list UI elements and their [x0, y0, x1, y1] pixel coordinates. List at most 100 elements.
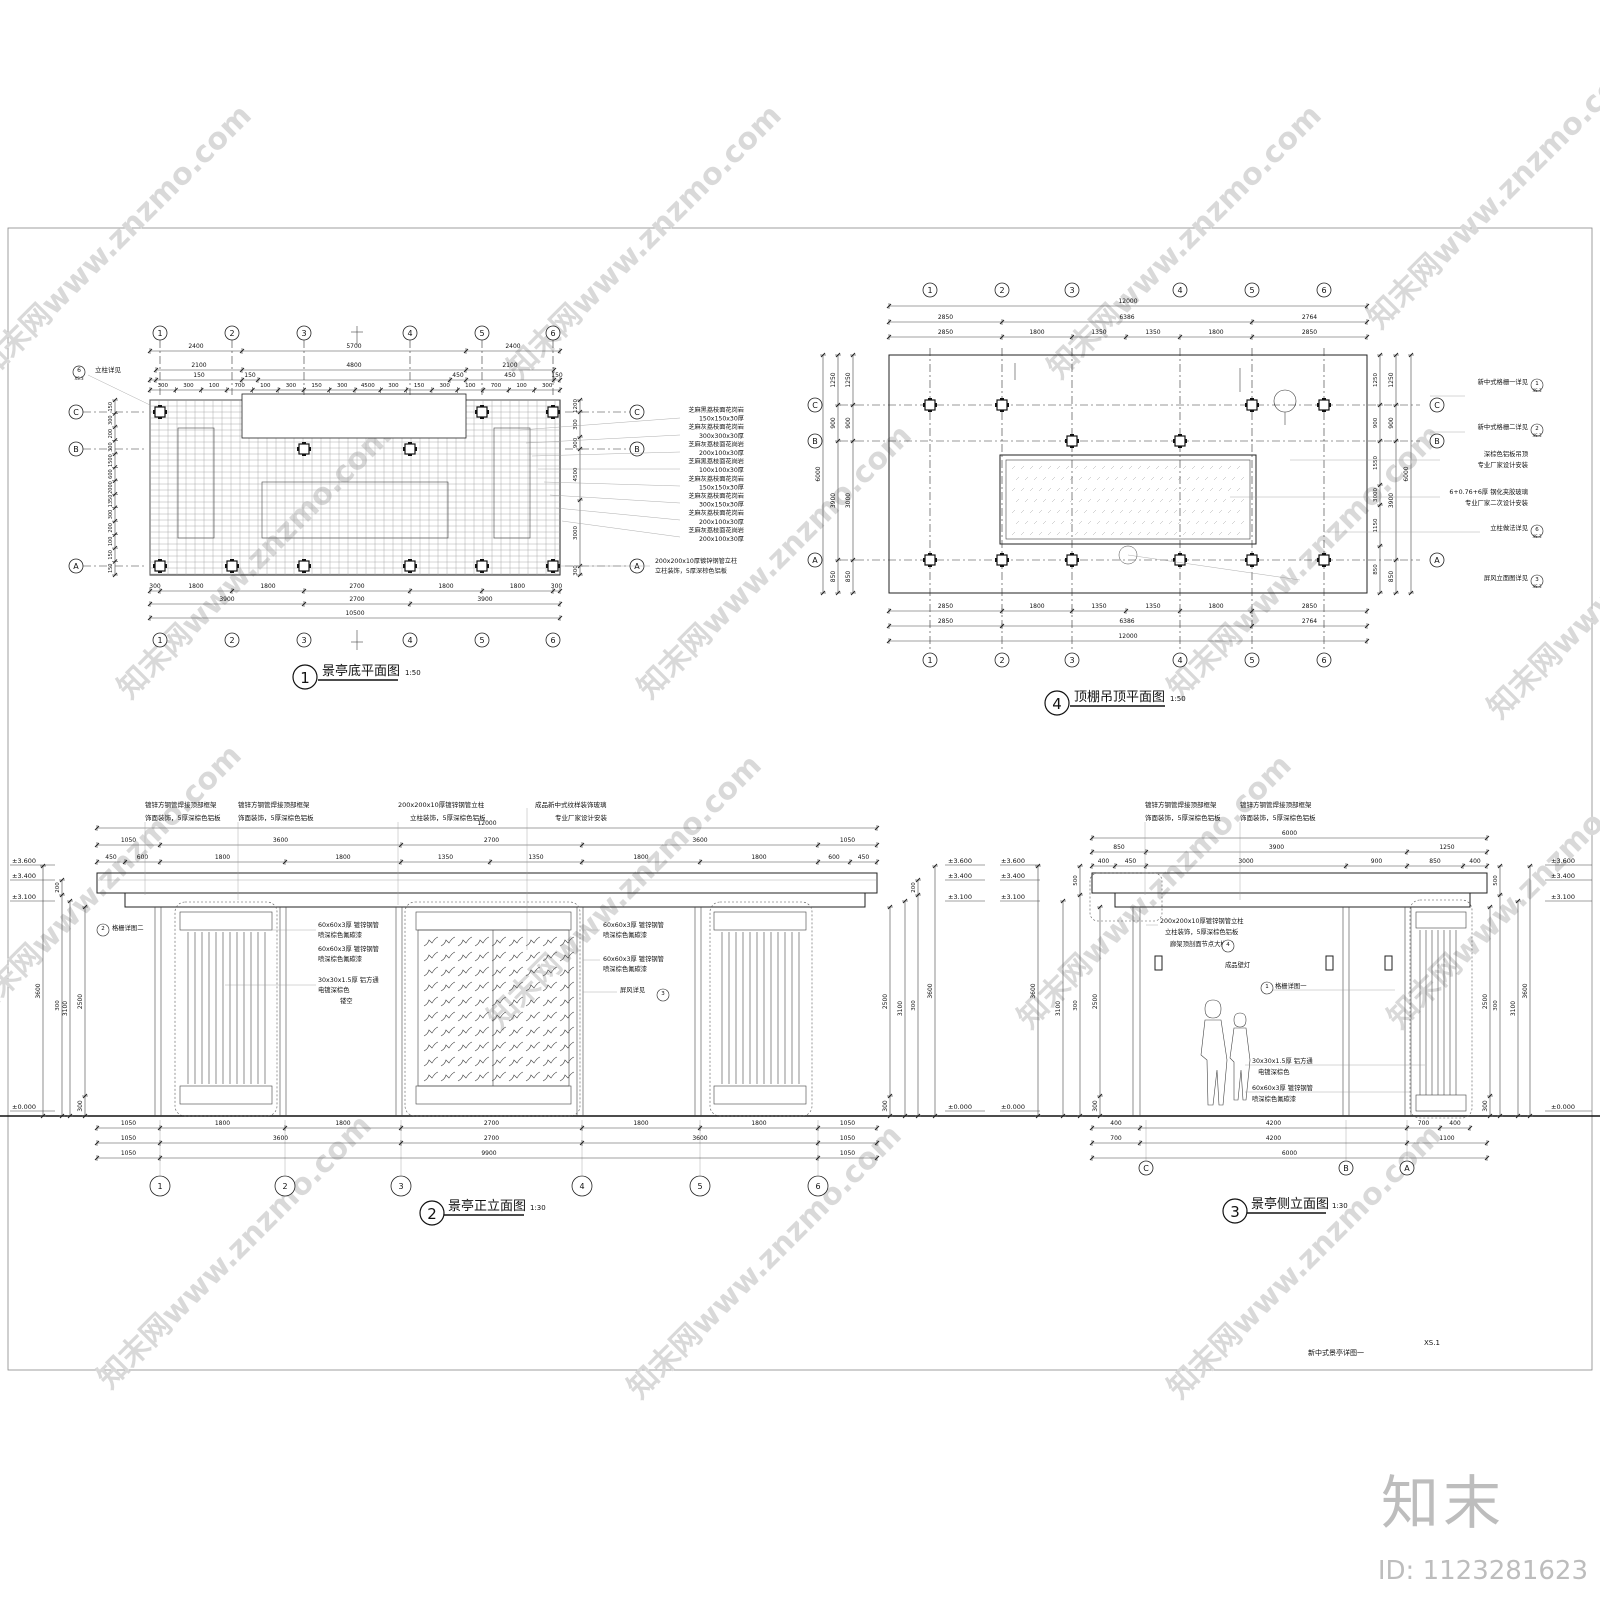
column: [547, 560, 559, 572]
dim-slash: [112, 505, 118, 511]
dim-slash: [1484, 1140, 1490, 1146]
axis-label: 3: [301, 329, 306, 338]
dim-slash: [1177, 608, 1183, 614]
dim-slash: [1487, 1093, 1493, 1099]
screen-pattern: [474, 1011, 490, 1022]
axis-label: 6: [815, 1182, 820, 1191]
dim-slash: [1487, 904, 1493, 910]
column-fin: [158, 559, 162, 561]
hatch-mark: [1119, 531, 1124, 536]
column-fin: [1178, 553, 1182, 555]
dim-text: 1800: [510, 583, 525, 590]
dim-text: 100: [108, 537, 114, 547]
dim-text: 1350: [438, 854, 453, 861]
glass-hatch: [1011, 465, 1245, 536]
dim-slash: [157, 588, 163, 594]
dim-slash: [1097, 1113, 1103, 1119]
dim-text: 300: [573, 419, 579, 430]
dim-slash: [94, 1125, 100, 1131]
dim-text: 2500: [1482, 994, 1489, 1009]
axis-label: 1: [927, 656, 932, 665]
dim-text: 3100: [1510, 1001, 1517, 1016]
hatch-mark: [1042, 476, 1047, 481]
dim-slash: [157, 1140, 163, 1146]
title-text: 景亭底平面图: [322, 663, 400, 679]
hatch-mark: [1123, 498, 1128, 503]
dim-slash: [874, 842, 880, 848]
dim-slash: [198, 387, 204, 393]
title-number: 3: [1230, 1203, 1240, 1221]
dim-slash: [1377, 438, 1383, 444]
top-note: 饰面装饰，5厚深棕色铝板: [238, 813, 314, 822]
screen-pattern: [508, 996, 524, 1007]
hatch-mark: [1087, 476, 1092, 481]
dim-slash: [1089, 863, 1095, 869]
screen-pattern: [542, 981, 558, 992]
hatch-mark: [1159, 498, 1164, 503]
level-mark: ±3.600: [948, 857, 972, 865]
material-note: 芝麻黑荔枝面花岗岩: [688, 458, 744, 466]
hatch-mark: [1209, 487, 1214, 492]
dim-text: 2850: [938, 618, 953, 625]
material-note: 200x100x30厚: [699, 536, 744, 543]
column: [226, 560, 238, 572]
axis-label: C: [1434, 401, 1440, 410]
dim-slash: [1377, 352, 1383, 358]
column: [404, 443, 416, 455]
axis-bubble: [224, 632, 240, 648]
dim-text: 500: [1493, 875, 1499, 886]
hatch-mark: [1056, 465, 1061, 470]
hatch-mark: [1033, 498, 1038, 503]
dim-slash: [403, 387, 409, 393]
column-fin: [1322, 565, 1326, 567]
hatch-mark: [1123, 520, 1128, 525]
dim-slash: [239, 377, 245, 383]
column-fin: [302, 571, 306, 573]
dim-slash: [59, 877, 65, 883]
callout-ref: 1: [1265, 984, 1269, 990]
column-fin: [1070, 565, 1074, 567]
dim-slash: [1364, 608, 1370, 614]
dim-slash: [398, 1125, 404, 1131]
column-fin: [923, 403, 925, 407]
material-note: 芝麻灰荔枝面花岗岩: [688, 475, 744, 483]
dim-slash: [820, 352, 826, 358]
watermark-text: 知末网www.znzmo.com: [1361, 48, 1600, 336]
screen-pattern: [474, 951, 490, 962]
note-ref: 2: [1535, 426, 1539, 432]
hatch-mark: [1105, 498, 1110, 503]
screen-pattern: [457, 1041, 473, 1052]
screen-pattern: [491, 936, 507, 947]
screen-pattern: [542, 1026, 558, 1037]
dim-text: 600: [108, 469, 114, 479]
axis-label: 6: [1321, 656, 1326, 665]
callout-ref: 6: [77, 367, 81, 374]
grille-top-frame: [713, 911, 807, 931]
dim-slash: [1123, 608, 1129, 614]
axis-bubble: [807, 552, 823, 568]
leader-line: [543, 481, 681, 487]
hatch-mark: [1047, 531, 1052, 536]
screen-pattern: [423, 966, 439, 977]
note-ref-bubble: [1530, 423, 1544, 437]
dim-slash: [1143, 863, 1149, 869]
dim-slash: [1515, 1113, 1521, 1119]
hatch-mark: [1114, 498, 1119, 503]
dim-slash: [153, 377, 159, 383]
hatch-mark: [1150, 498, 1155, 503]
dim-slash: [1137, 1125, 1143, 1131]
column-note: 200x200x10厚镀锌钢管立柱: [655, 557, 737, 565]
dim-text: 400: [1110, 1120, 1122, 1127]
dim-slash: [94, 859, 100, 865]
dim-slash: [557, 348, 563, 354]
dim-text: 1100: [1439, 1135, 1454, 1142]
screen-pattern: [474, 1041, 490, 1052]
roof-outline: [888, 354, 1368, 594]
dim-slash: [327, 387, 332, 393]
hatch-mark: [1240, 476, 1245, 481]
level-mark: ±3.600: [1001, 857, 1025, 865]
screen-pattern: [440, 951, 456, 962]
dim-slash: [874, 825, 880, 831]
dim-text: 3900: [1388, 493, 1395, 508]
hatch-mark: [1101, 531, 1106, 536]
